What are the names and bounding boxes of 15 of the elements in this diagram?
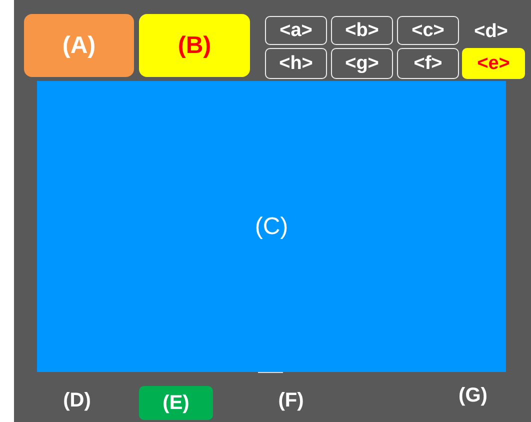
label: (D) (63, 390, 91, 412)
small-button: <b> (331, 16, 393, 45)
small-button: <e> (462, 48, 525, 79)
label: (G) (458, 384, 488, 408)
small-button: <f> (397, 48, 459, 79)
action-button: (E) (139, 386, 213, 420)
label: <d> (474, 21, 508, 43)
small-button: <c> (397, 16, 459, 45)
tab-button: (B) (139, 14, 250, 77)
small-button: <g> (331, 48, 393, 79)
label: (F) (278, 390, 304, 412)
small-button: <a> (265, 16, 327, 45)
tab-button: (A) (24, 14, 134, 77)
small-button: <h> (265, 48, 327, 79)
content-area: (C) (37, 81, 506, 372)
